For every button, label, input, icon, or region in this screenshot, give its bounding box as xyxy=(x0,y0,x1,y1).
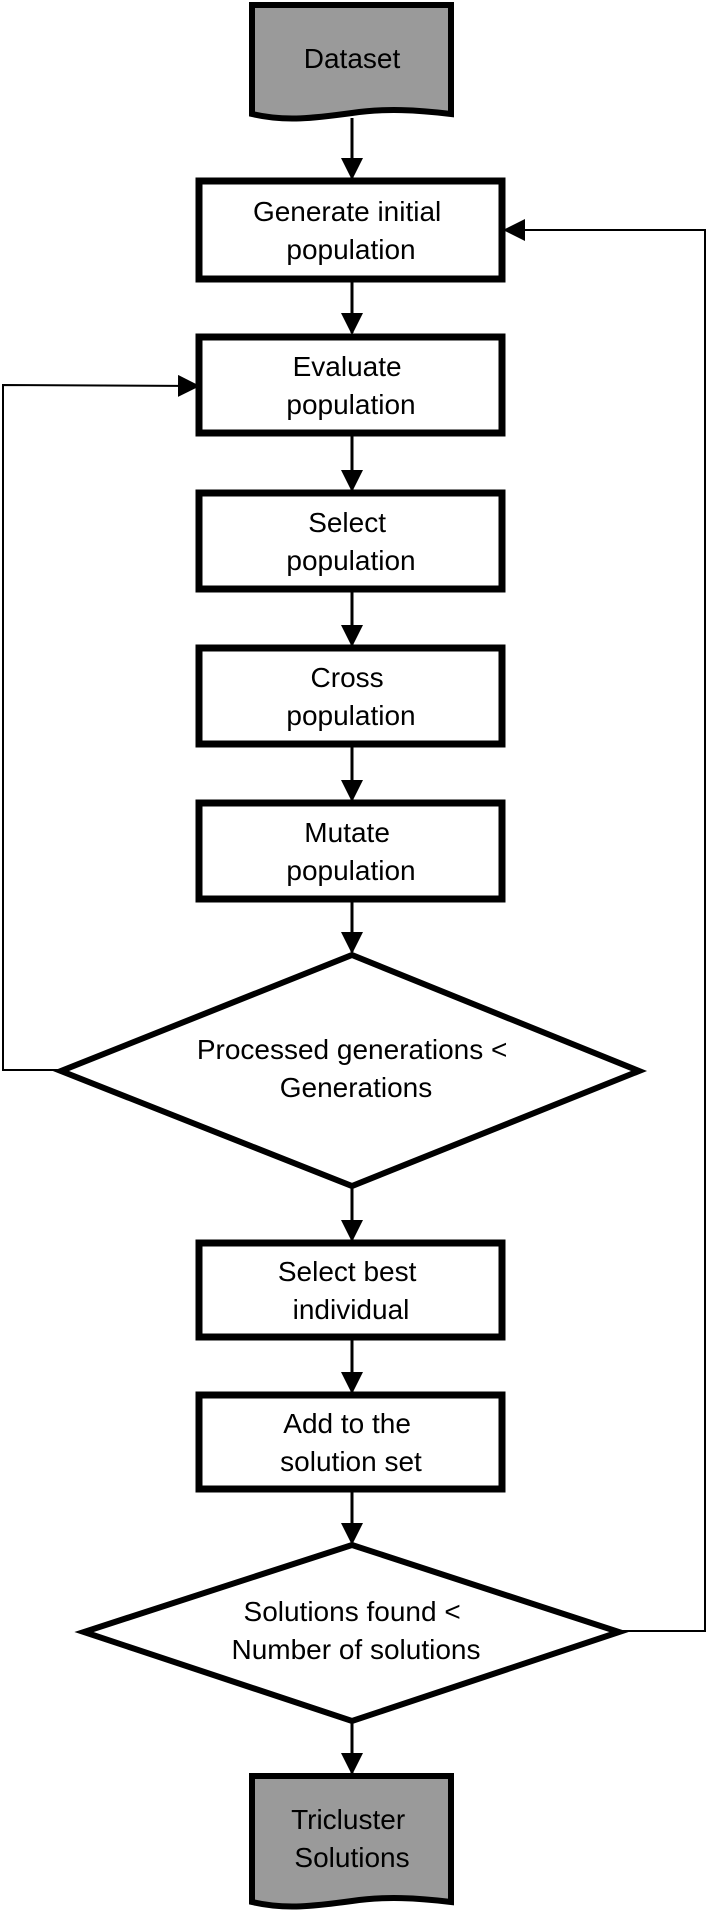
select-best-label: Select best individual xyxy=(278,1256,424,1325)
connectors xyxy=(2,118,706,1775)
tricluster-label-line-2: Solutions xyxy=(294,1842,409,1873)
generations-check-label: Processed generations < Generations xyxy=(197,1034,515,1103)
solutions-check-diamond: Solutions found < Number of solutions xyxy=(74,1541,629,1725)
solutions-check-label-line-1: Solutions found < xyxy=(244,1596,461,1627)
mutate-label: Mutate population xyxy=(286,817,415,886)
generations-check-diamond: Processed generations < Generations xyxy=(52,951,648,1190)
dataset-label: Dataset xyxy=(304,43,401,74)
add-solution-box: Add to the solution set xyxy=(195,1391,506,1493)
select-best-label-line-2: individual xyxy=(293,1294,410,1325)
evaluate-label: Evaluate population xyxy=(286,351,415,420)
generations-check-diamond-shape xyxy=(52,951,648,1190)
add-solution-box-shape xyxy=(195,1391,506,1493)
mutate-label-line-2: population xyxy=(286,855,415,886)
evaluate-box: Evaluate population xyxy=(195,333,506,437)
add-solution-label-line-1: Add to the xyxy=(283,1408,411,1439)
solutions-check-label-line-2: Number of solutions xyxy=(231,1634,480,1665)
cross-label-line-1: Cross xyxy=(311,662,384,693)
cross-box: Cross population xyxy=(195,644,506,748)
generate-box-shape xyxy=(195,177,506,283)
mutate-box: Mutate population xyxy=(195,799,506,903)
tricluster-label-line-1: Tricluster xyxy=(291,1804,405,1835)
cross-label-line-2: population xyxy=(286,700,415,731)
solutions-check-diamond-shape xyxy=(74,1541,629,1725)
loop-generations-check-to-evaluate xyxy=(2,374,200,1071)
cross-label: Cross population xyxy=(286,662,415,731)
dataset-document-shape xyxy=(249,2,454,122)
evaluate-label-line-2: population xyxy=(286,389,415,420)
loop-solutions-check-to-generate xyxy=(503,219,706,1632)
select-best-box: Select best individual xyxy=(195,1239,506,1341)
solutions-check-label: Solutions found < Number of solutions xyxy=(231,1596,480,1665)
select-best-box-shape xyxy=(195,1239,506,1341)
mutate-box-shape xyxy=(195,799,506,903)
mutate-label-line-1: Mutate xyxy=(304,817,390,848)
select-best-label-line-1: Select best xyxy=(278,1256,417,1287)
generations-check-label-line-1: Processed generations < xyxy=(197,1034,508,1065)
generate-label-line-2: population xyxy=(286,234,415,265)
evaluate-label-line-1: Evaluate xyxy=(293,351,402,382)
evaluate-box-shape xyxy=(195,333,506,437)
select-box-shape xyxy=(195,489,506,593)
add-solution-label-line-2: solution set xyxy=(280,1446,422,1477)
select-label: Select population xyxy=(286,507,415,576)
select-label-line-1: Select xyxy=(308,507,386,538)
select-box: Select population xyxy=(195,489,506,593)
dataset-document: Dataset xyxy=(249,2,454,122)
tricluster-label: Tricluster Solutions xyxy=(291,1804,413,1873)
dataset-label-line-1: Dataset xyxy=(304,43,401,74)
tricluster-document: Tricluster Solutions xyxy=(249,1773,454,1910)
select-label-line-2: population xyxy=(286,545,415,576)
generate-label-line-1: Generate initial xyxy=(253,196,441,227)
generate-label: Generate initial population xyxy=(253,196,449,265)
tricluster-document-shape xyxy=(249,1773,454,1910)
cross-box-shape xyxy=(195,644,506,748)
generate-box: Generate initial population xyxy=(195,177,506,283)
add-solution-label: Add to the solution set xyxy=(280,1408,422,1477)
generations-check-label-line-2: Generations xyxy=(280,1072,433,1103)
